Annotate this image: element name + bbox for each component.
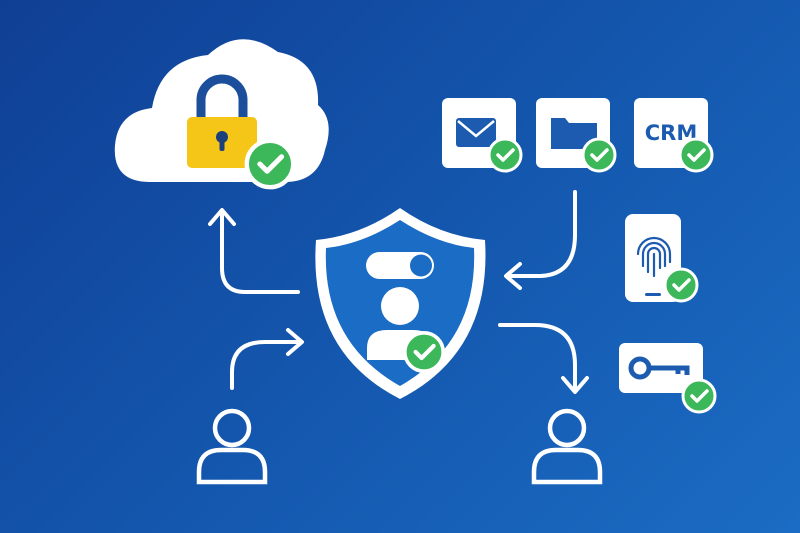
key-card-icon: [619, 343, 717, 414]
check-badge-icon: [678, 137, 714, 173]
arrow-from-user-left: [230, 328, 304, 390]
user-icon-left: [196, 408, 268, 485]
user-icon-right: [531, 408, 603, 485]
check-badge-icon: [487, 137, 523, 173]
crm-tile: CRM: [634, 98, 714, 173]
arrow-to-user-right: [498, 323, 589, 394]
folder-icon: [551, 118, 597, 149]
cloud-lock-icon: [114, 39, 329, 187]
check-badge-icon: [405, 333, 443, 371]
mail-icon: [456, 118, 496, 147]
check-badge-icon: [247, 141, 293, 187]
folder-tile: [536, 98, 617, 173]
arrow-from-apps: [504, 190, 577, 290]
fingerprint-phone-icon: [625, 214, 699, 303]
mail-tile: [442, 98, 523, 173]
check-badge-icon: [681, 378, 717, 414]
check-badge-icon: [581, 137, 617, 173]
shield-user-toggle-icon: [315, 208, 486, 399]
check-badge-icon: [663, 267, 699, 303]
arrow-to-cloud: [208, 208, 300, 294]
